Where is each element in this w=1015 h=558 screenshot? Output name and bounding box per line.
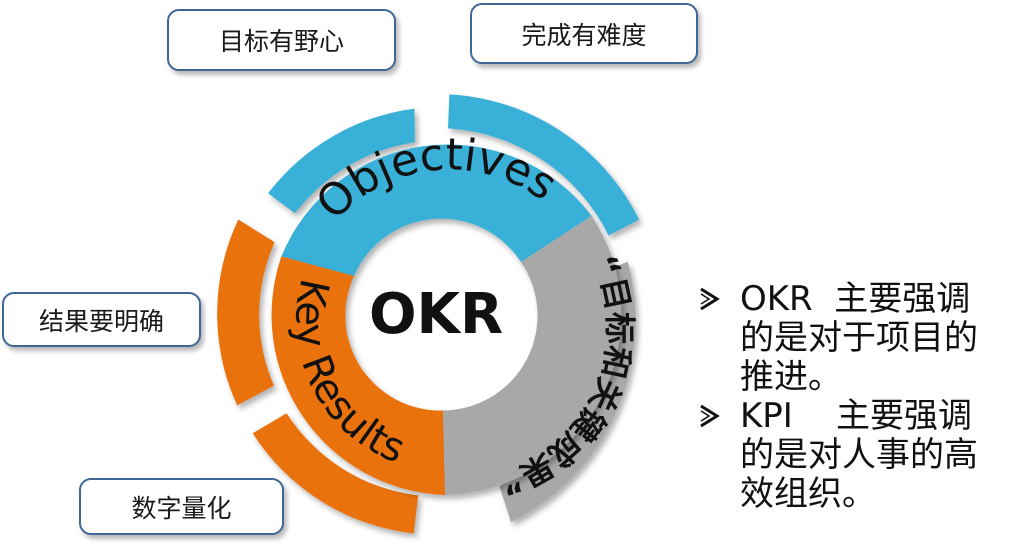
chevron-right-icon — [700, 404, 720, 428]
center-okr-label: OKR — [369, 282, 503, 347]
bullet-kpi: KPI 主要强调 的是对人事的高 效组织。 — [690, 397, 1012, 514]
bullet-kpi-line-3: 效组织。 — [740, 474, 876, 514]
outer-arc-gray — [499, 261, 636, 523]
bullet-okr: OKR 主要强调 的是对于项目的 推进。 — [690, 280, 1012, 397]
outer-arc-orange-left — [217, 219, 275, 406]
tag-quantified: 数字量化 — [79, 478, 284, 535]
comparison-bullet-list: OKR 主要强调 的是对于项目的 推进。 KPI 主要强调 的是对人事的高 效组… — [690, 280, 1012, 514]
bullet-kpi-line-1: KPI 主要强调 — [740, 396, 973, 436]
bullet-kpi-line-2: 的是对人事的高 — [740, 435, 978, 475]
bullet-okr-line-2: 的是对于项目的 — [740, 318, 978, 358]
chevron-right-icon — [700, 287, 720, 311]
objectives-sector — [281, 144, 592, 276]
key-results-sector — [271, 256, 445, 495]
tag-clear-results: 结果要明确 — [2, 292, 201, 347]
key-results-chinese-sector — [443, 215, 622, 495]
outer-arc-orange-bottom — [252, 413, 419, 534]
outer-arc-blue-right — [448, 94, 640, 236]
bullet-okr-line-1: OKR 主要强调 — [740, 279, 971, 319]
tag-hard-to-complete: 完成有难度 — [470, 3, 698, 64]
outer-arc-blue-left — [268, 108, 415, 214]
tag-ambitious-goals: 目标有野心 — [167, 9, 396, 71]
bullet-okr-line-3: 推进。 — [740, 357, 842, 397]
